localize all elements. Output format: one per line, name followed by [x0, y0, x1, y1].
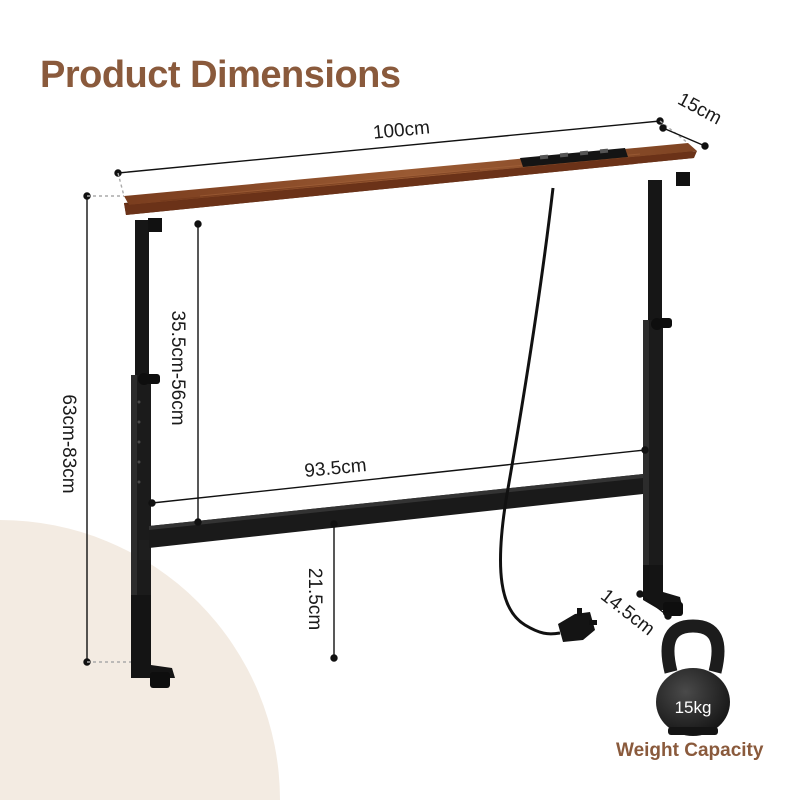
clearance-label: 35.5cm-56cm: [167, 310, 188, 425]
dimension-lines: [83, 117, 709, 666]
depth-label: 15cm: [674, 89, 725, 129]
power-cord: [498, 187, 561, 636]
crossbar-width-label: 93.5cm: [303, 455, 367, 482]
page-title: Product Dimensions: [40, 54, 401, 96]
power-strip: [520, 148, 628, 167]
weight-value: 15kg: [675, 698, 712, 717]
table-frame: [131, 172, 690, 688]
total-height-label: 63cm-83cm: [58, 394, 79, 493]
weight-capacity-caption: Weight Capacity: [616, 740, 764, 761]
length-label: 100cm: [372, 117, 431, 143]
plug-icon: [558, 608, 597, 642]
kettlebell-icon: 15kg: [656, 619, 730, 736]
crossbar-height-label: 21.5cm: [304, 568, 325, 630]
